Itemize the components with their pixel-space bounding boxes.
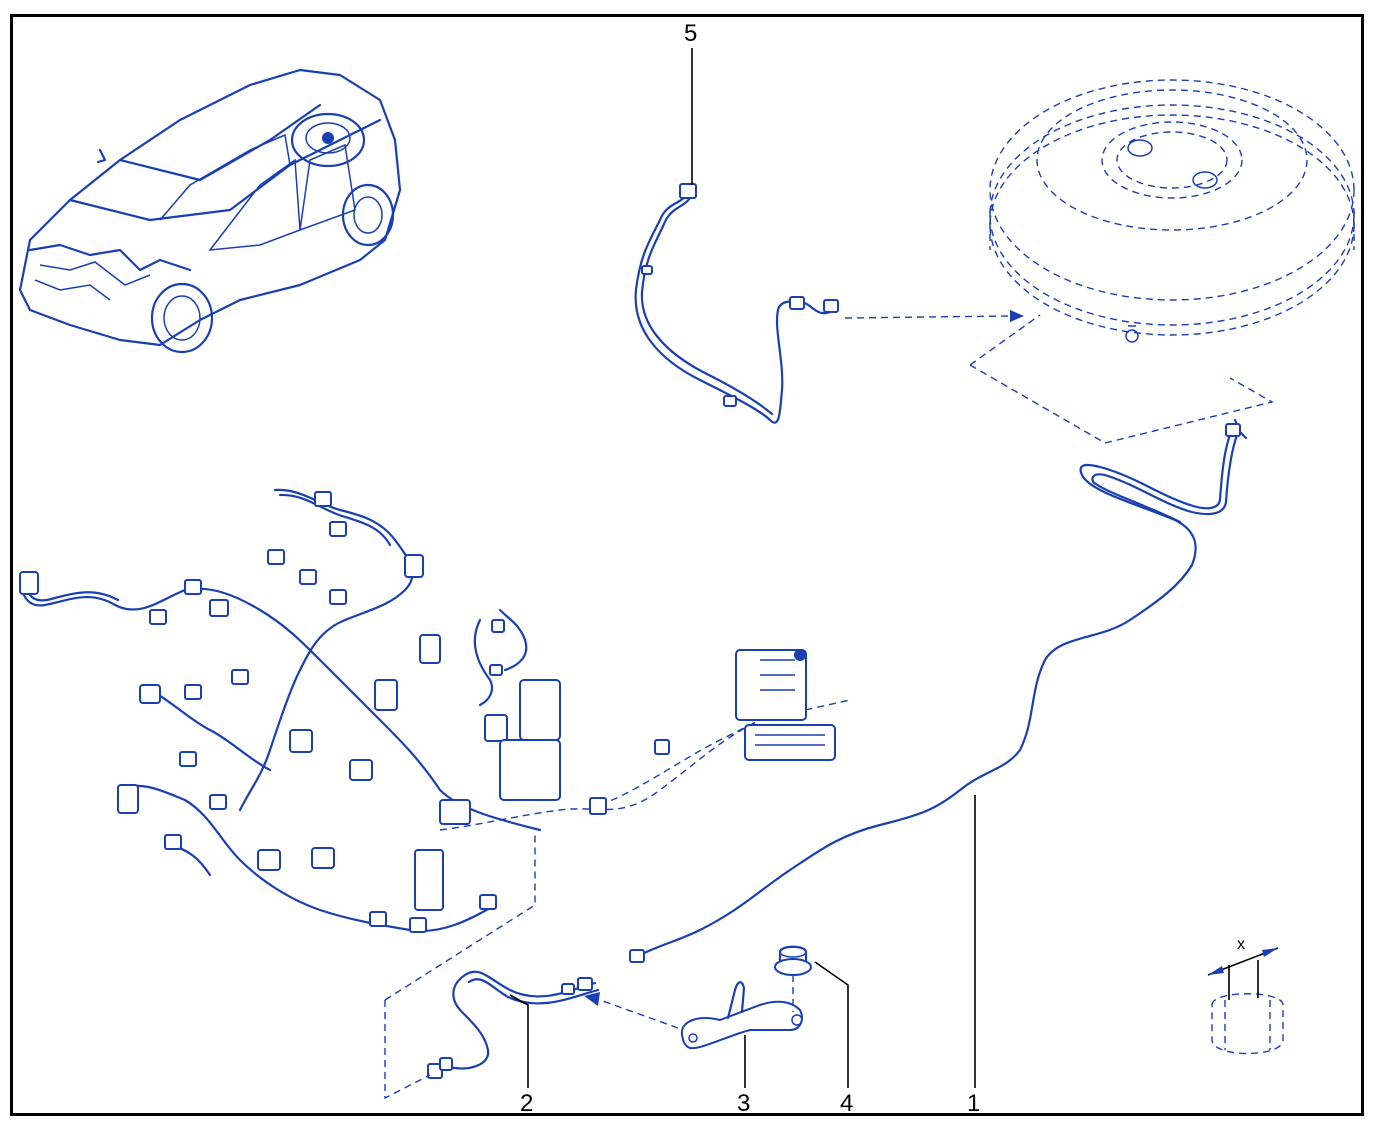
- harness-part-5: [634, 183, 839, 424]
- harness-part-2: [427, 970, 600, 1079]
- dimension-label-x: x: [1237, 936, 1245, 953]
- nut-part-4: [774, 945, 812, 1012]
- callout-5: 5: [684, 20, 698, 47]
- wheel-mount-outline: [969, 364, 1274, 444]
- vehicle-overview: [18, 68, 402, 354]
- callout-2: 2: [520, 1090, 534, 1117]
- callout-leaders: [509, 48, 976, 1088]
- dimension-detail: [1207, 947, 1284, 1055]
- callout-4: 4: [840, 1090, 854, 1117]
- callout-1: 1: [967, 1090, 981, 1117]
- main-engine-harness: [19, 488, 851, 933]
- bracket-part-3: [680, 981, 803, 1050]
- spare-wheel: [989, 79, 1355, 343]
- callout-3: 3: [737, 1090, 751, 1117]
- harness-part-1: [629, 418, 1248, 963]
- arrow-to-wheel: [844, 315, 1011, 319]
